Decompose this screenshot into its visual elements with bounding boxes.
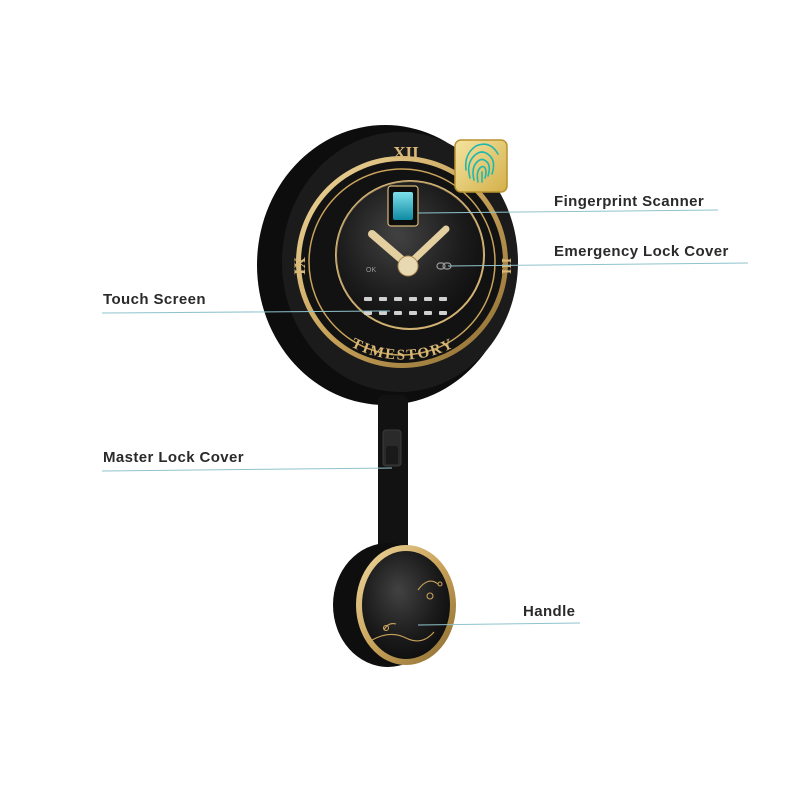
- leader-master: [101, 467, 393, 472]
- keypad-key: [364, 311, 372, 315]
- keypad-key: [379, 297, 387, 301]
- numeral-right: III: [498, 258, 513, 274]
- touch-keypad: [364, 297, 447, 315]
- keypad-key: [409, 311, 417, 315]
- label-fingerprint-scanner: Fingerprint Scanner: [554, 193, 705, 210]
- leader-touch: [101, 310, 391, 314]
- keypad-key: [439, 297, 447, 301]
- keypad-key: [394, 297, 402, 301]
- keypad-key: [364, 297, 372, 301]
- fingerprint-icon-tile: [454, 139, 508, 193]
- fingerprint-sensor: [393, 192, 413, 220]
- master-lock-slot: [386, 446, 398, 464]
- label-touch-screen: Touch Screen: [103, 291, 206, 308]
- label-emergency-lock-cover: Emergency Lock Cover: [554, 243, 729, 260]
- handle-floral-pattern: [371, 580, 443, 642]
- clock-hub: [397, 255, 419, 277]
- label-handle: Handle: [523, 603, 576, 620]
- leader-handle: [417, 622, 581, 626]
- label-master-lock-cover: Master Lock Cover: [103, 449, 245, 466]
- fingerprint-icon: [464, 143, 499, 183]
- keypad-key: [394, 311, 402, 315]
- numeral-top: XII: [393, 143, 419, 162]
- leader-emergency: [447, 262, 749, 267]
- callout-leaders: [101, 209, 749, 626]
- numeral-left: IX: [292, 257, 309, 275]
- leader-fingerprint: [417, 209, 719, 214]
- keypad-key: [439, 311, 447, 315]
- screen-ok: OK: [366, 267, 376, 274]
- keypad-key: [379, 311, 387, 315]
- keypad-key: [424, 311, 432, 315]
- keypad-key: [409, 297, 417, 301]
- keypad-key: [424, 297, 432, 301]
